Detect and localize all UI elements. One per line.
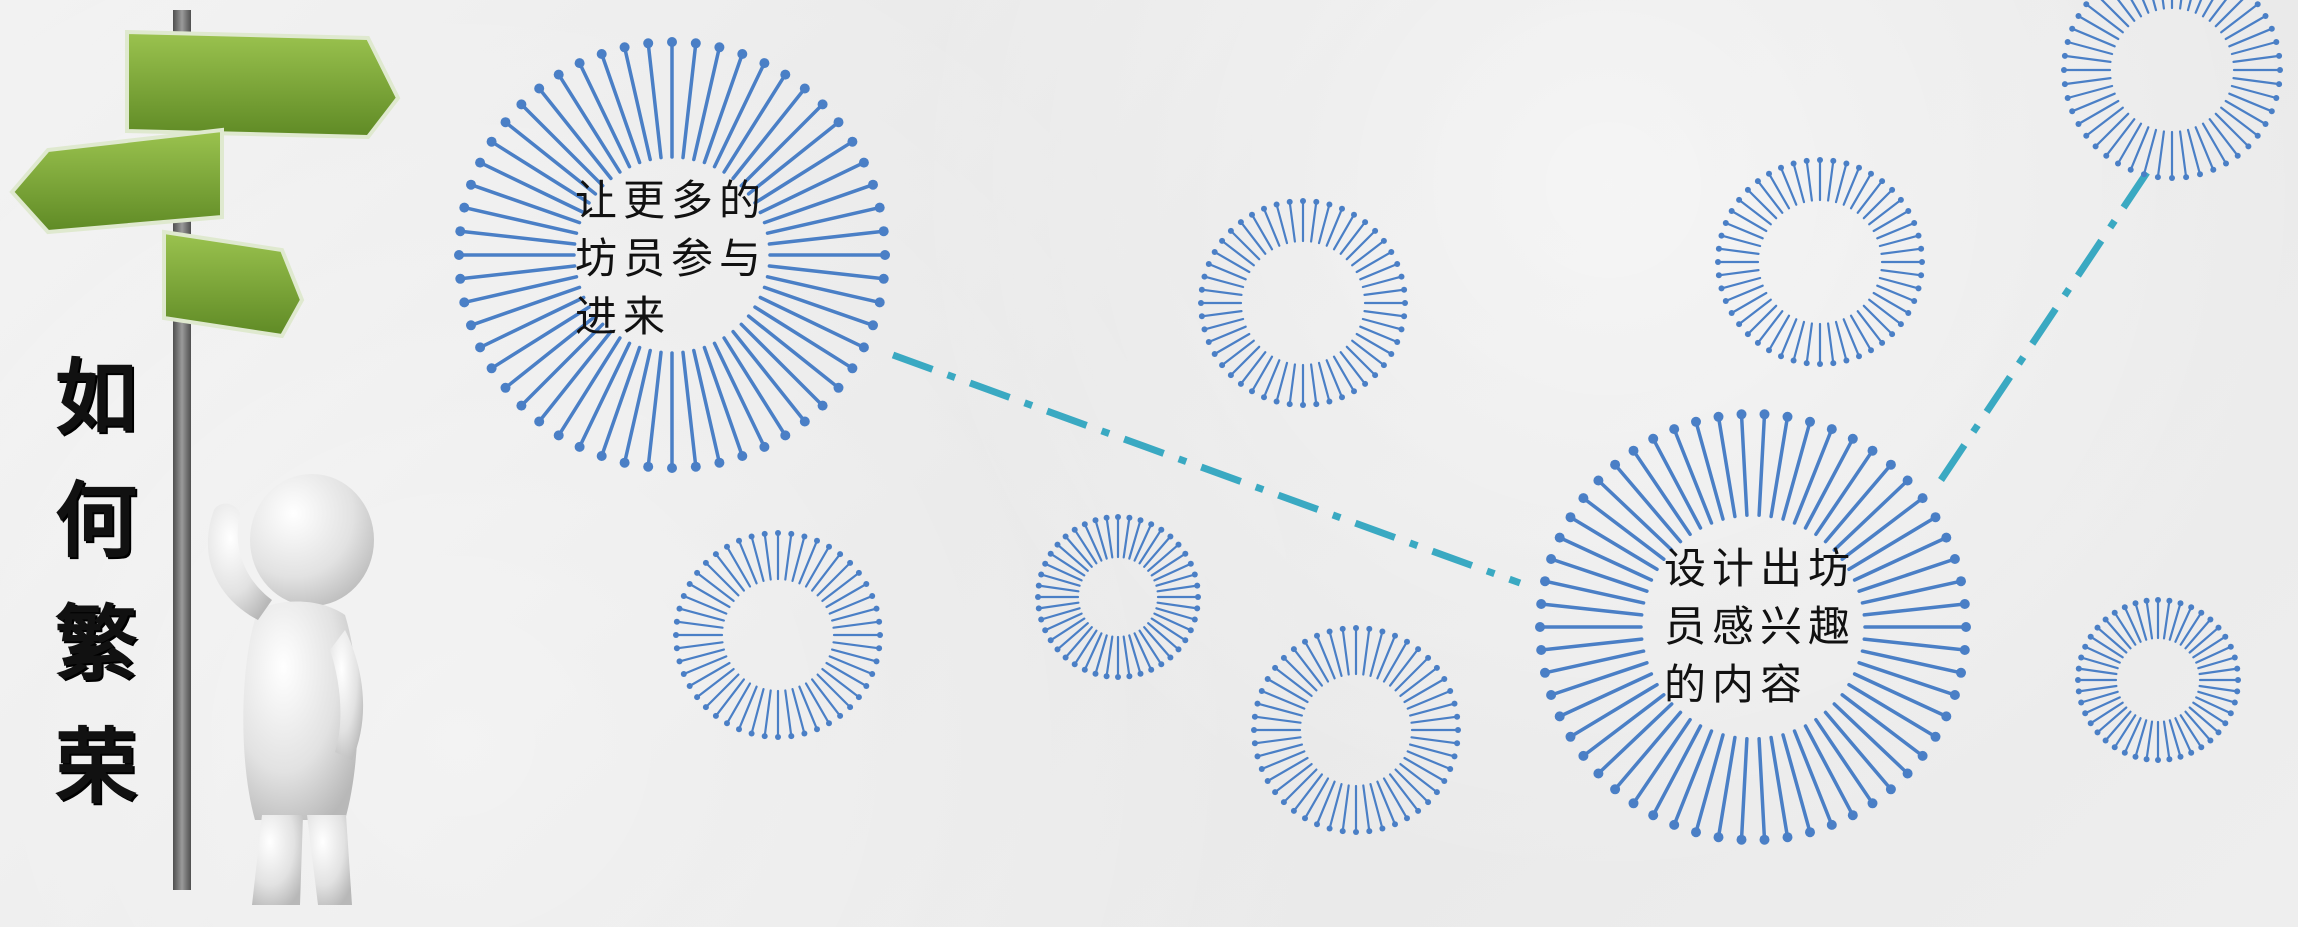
node-text-line: 进来: [575, 292, 672, 341]
connector-line: [891, 351, 1522, 587]
node-text-content: 设计出坊 员感兴趣 的内容: [1664, 540, 1856, 714]
starburst-ring: [1715, 157, 1925, 367]
thinking-figure-icon: [207, 474, 374, 905]
node-text-line: 让更多的: [575, 176, 768, 225]
starburst-ring: [2061, 0, 2283, 181]
node-text-line: 坊员参与: [575, 234, 768, 283]
starburst-ring: [1035, 514, 1201, 680]
starburst-ring: [673, 530, 883, 740]
connector-line: [1938, 166, 2153, 482]
node-text-line: 的内容: [1664, 660, 1809, 709]
node-text-line: 设计出坊: [1664, 544, 1857, 593]
node-text-line: 员感兴趣: [1664, 602, 1857, 651]
dash-dot-connectors: [891, 166, 2153, 587]
title-char-1: 如: [54, 350, 137, 446]
starburst-ring: [1198, 198, 1408, 408]
starburst-ring: [1535, 409, 1971, 845]
starburst-rings: [454, 0, 2283, 845]
title-char-4: 荣: [54, 719, 137, 815]
title-char-2: 何: [54, 473, 137, 569]
starburst-ring: [1251, 625, 1461, 835]
node-text-participation: 让更多的 坊员参与 进来: [575, 172, 767, 346]
signpost-icon: [9, 10, 401, 890]
starburst-ring: [2075, 597, 2241, 763]
title-char-3: 繁: [54, 596, 137, 692]
starburst-ring: [454, 37, 890, 473]
